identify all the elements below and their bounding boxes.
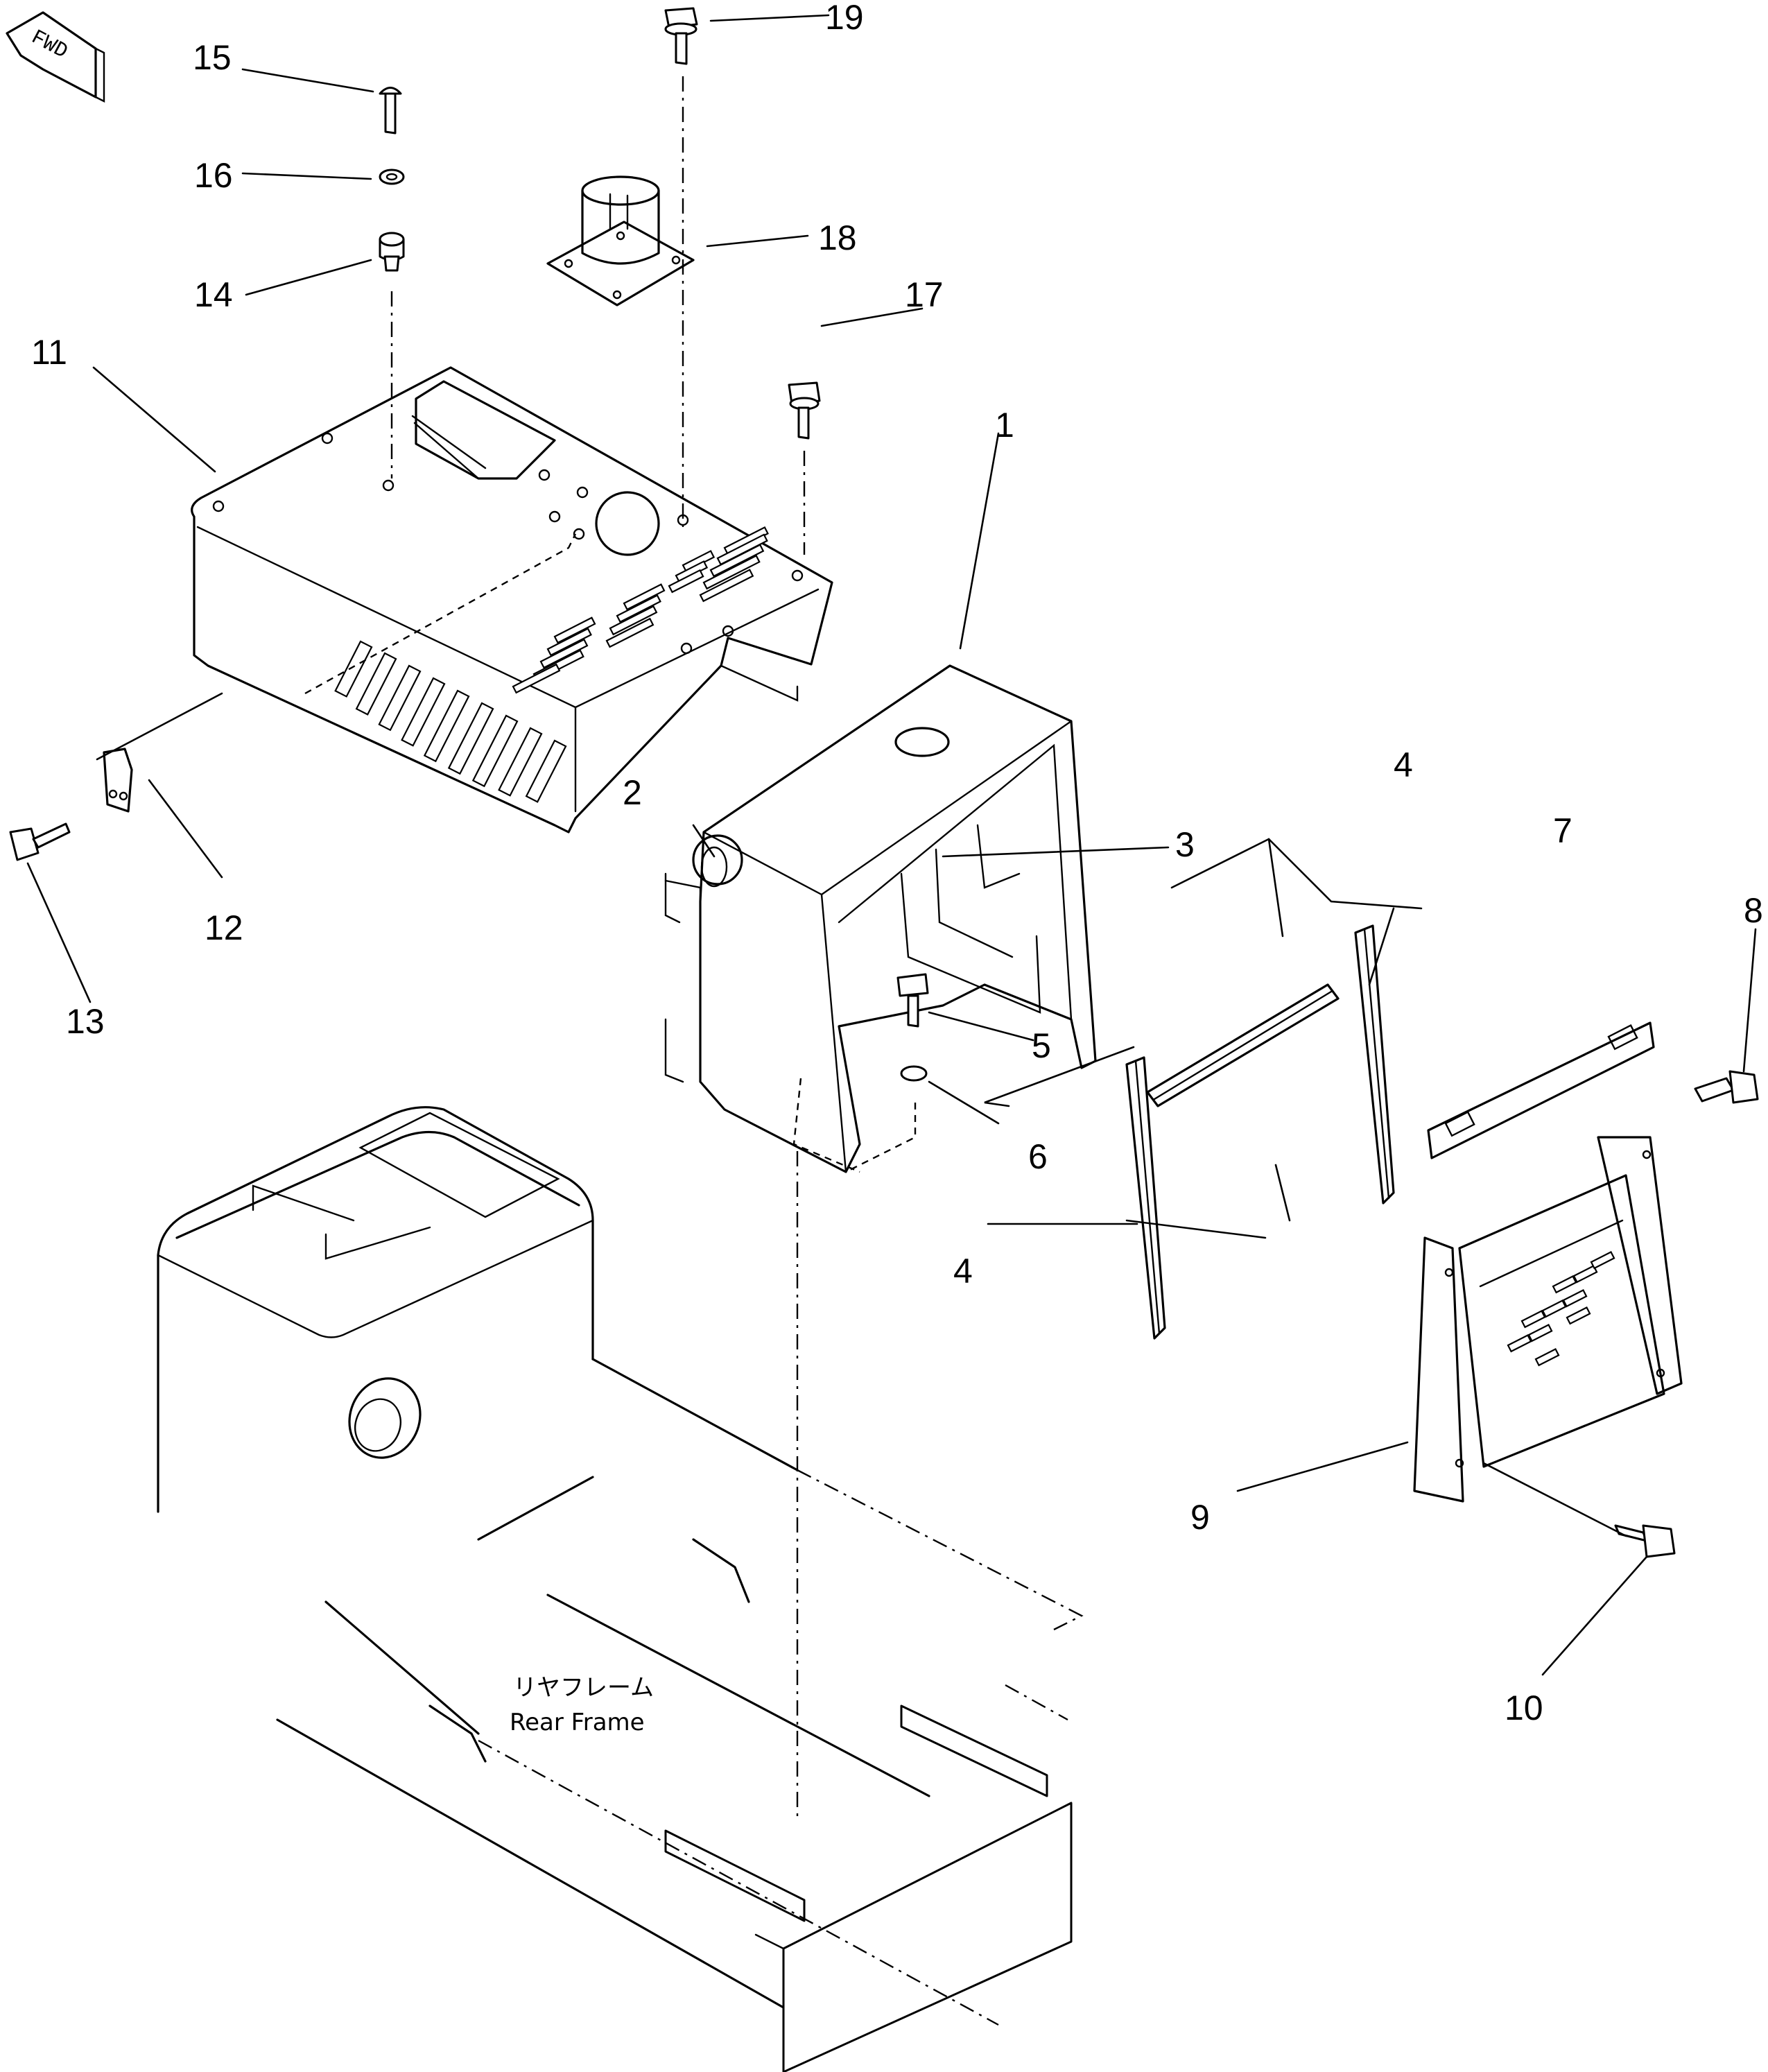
duct-cap [546, 175, 695, 307]
callout-6: 6 [1028, 1137, 1048, 1176]
frame-label-en: Rear Frame [510, 1709, 645, 1736]
callout-15: 15 [193, 38, 232, 77]
callout-1: 1 [995, 406, 1014, 444]
hood-cover [191, 366, 833, 834]
callout-3: 3 [1175, 825, 1195, 864]
radiator-guard-housing [664, 664, 1097, 1173]
callout-11: 11 [31, 333, 67, 372]
plate [1427, 1021, 1655, 1159]
washer-6 [900, 1065, 928, 1082]
bolt-13 [9, 822, 71, 861]
callout-14: 14 [194, 275, 233, 314]
bolt-8 [1694, 1070, 1759, 1104]
seal-left [1125, 1056, 1166, 1340]
bracket [103, 748, 133, 813]
leader-lines [26, 14, 1757, 1676]
callout-9: 9 [1190, 1498, 1210, 1537]
bolt-19 [664, 7, 698, 65]
fwd-label: FWD [27, 26, 71, 64]
fwd-arrow-icon: FWD [6, 11, 105, 103]
callout-10: 10 [1505, 1689, 1543, 1727]
bolt-17 [788, 381, 821, 440]
rear-frame: リヤフレーム Rear Frame [157, 1106, 1084, 2072]
callout-4-left: 4 [953, 1252, 973, 1290]
frame-label-jp: リヤフレーム [513, 1674, 654, 1702]
seal-right [1354, 924, 1395, 1205]
bolt-10 [1614, 1524, 1676, 1558]
callout-16: 16 [194, 156, 233, 195]
vent-slots-front [334, 640, 567, 803]
callout-12: 12 [205, 908, 243, 947]
callout-13: 13 [66, 1002, 105, 1041]
washer-16 [379, 169, 405, 185]
bolt-5 [896, 973, 929, 1028]
nut-14 [379, 232, 405, 272]
grille-screen [1413, 1136, 1683, 1503]
callout-19: 19 [825, 0, 864, 37]
screw-15 [379, 87, 402, 135]
callout-labels: 19 15 16 14 18 17 11 1 2 3 4 7 8 12 13 5… [31, 0, 1763, 1727]
callout-18: 18 [818, 218, 857, 257]
callout-7: 7 [1553, 811, 1572, 850]
callout-2: 2 [623, 773, 642, 812]
callout-8: 8 [1744, 891, 1763, 930]
seal-top [1146, 983, 1340, 1107]
vent-slots-top [512, 526, 769, 694]
callout-5: 5 [1032, 1026, 1051, 1065]
callout-17: 17 [905, 275, 944, 314]
callout-4-top: 4 [1394, 745, 1413, 784]
